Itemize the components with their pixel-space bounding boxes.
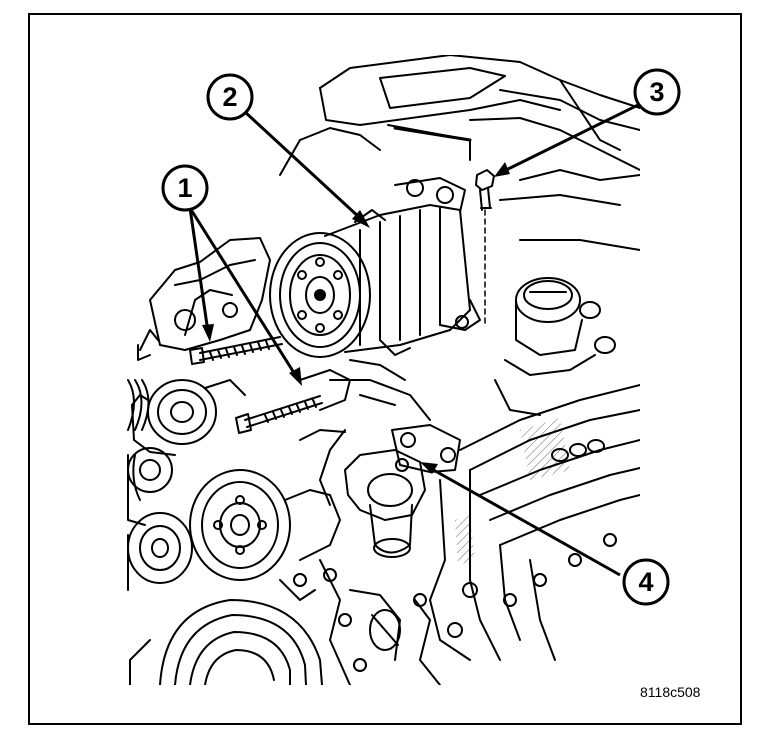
- arrowhead-2: [352, 210, 370, 228]
- callout-label: 4: [638, 567, 653, 597]
- leader-4: [429, 466, 621, 577]
- intake-manifold: [279, 55, 640, 251]
- leader-2: [243, 110, 362, 220]
- idler-pulley-icon: [127, 512, 193, 591]
- bolt-icon: [189, 336, 323, 434]
- leader-arrowheads: [202, 162, 510, 474]
- belt-stack: [127, 379, 173, 526]
- crankshaft-pulley: [129, 599, 323, 685]
- idler-pulley-icon: [131, 379, 246, 456]
- callout-label: 1: [177, 173, 192, 203]
- arrowhead-1a: [202, 324, 214, 342]
- timing-cover: [279, 559, 427, 685]
- arrowhead-1b: [289, 367, 302, 386]
- callout-1: 1: [161, 164, 209, 212]
- oil-filler-cap: [494, 277, 616, 416]
- leader-1b: [188, 207, 298, 377]
- callout-label: 2: [222, 82, 237, 112]
- callout-label: 3: [649, 77, 664, 107]
- callout-4: 4: [622, 558, 670, 606]
- callout-3: 3: [633, 68, 681, 116]
- figure-id: 8118c508: [640, 684, 701, 700]
- bolt-icon: [475, 169, 495, 326]
- leader-lines: [188, 103, 639, 577]
- leader-3: [501, 103, 639, 174]
- water-pump-pulley-icon: [189, 469, 341, 581]
- leader-1a: [188, 207, 210, 333]
- arrowhead-4: [420, 462, 438, 474]
- arrowhead-3: [494, 162, 510, 177]
- thermostat-housing-icon: [299, 359, 461, 558]
- ac-compressor-icon: [269, 177, 481, 358]
- callout-2: 2: [206, 73, 254, 121]
